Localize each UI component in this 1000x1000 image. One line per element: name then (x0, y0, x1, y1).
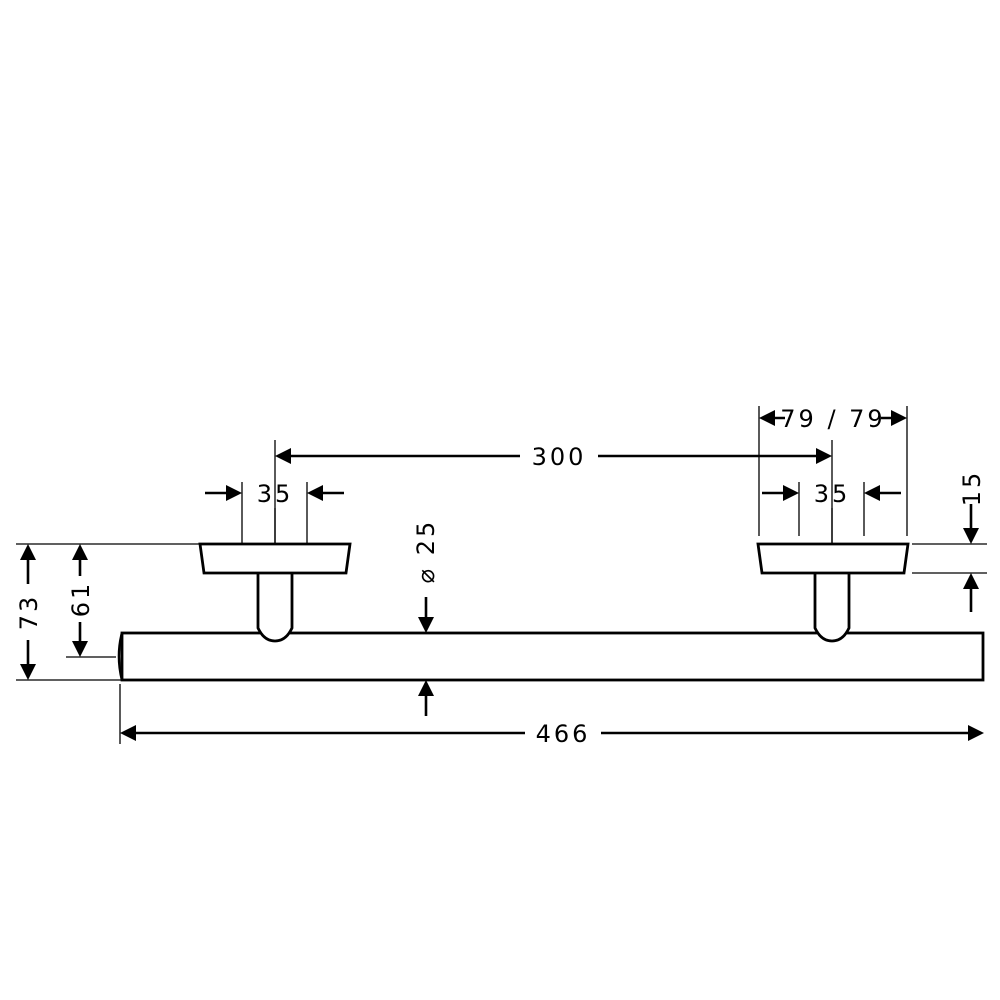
right-mount-post (813, 573, 851, 643)
dimension-center-distance: 300 (274, 440, 833, 544)
arrow-up-icon (963, 573, 979, 589)
dimension-axis-projection: 61 (66, 544, 116, 658)
arrow-up-icon (20, 544, 36, 560)
dimension-label-35-right: 35 (814, 480, 851, 508)
arrow-left-icon (275, 448, 291, 464)
arrow-down-icon (72, 641, 88, 657)
dimension-overall-length: 466 (119, 684, 984, 749)
dimension-label-diameter-25: ⌀ 25 (412, 519, 440, 584)
arrow-right-icon (968, 725, 984, 741)
grab-bar-left-end (117, 632, 124, 681)
left-mount-post (256, 573, 294, 643)
dimension-label-300: 300 (532, 443, 587, 471)
arrow-down-icon (963, 528, 979, 544)
arrow-up-icon (418, 680, 434, 696)
dimension-label-79-79: 79 / 79 (780, 405, 885, 433)
dimension-total-projection: 73 (15, 543, 200, 681)
dimension-left-flange: 35 (205, 480, 344, 544)
arrow-left-icon (759, 410, 775, 426)
grab-bar-part (117, 542, 985, 682)
dimension-flange-thickness: 15 (912, 470, 987, 612)
arrow-down-icon (418, 617, 434, 633)
dimension-rosette-diameter: 79 / 79 (758, 404, 908, 536)
grab-bar-tube (120, 631, 985, 682)
arrow-left-icon (864, 485, 880, 501)
dimension-label-466: 466 (536, 720, 591, 748)
right-rosette (756, 542, 910, 575)
arrow-left-icon (120, 725, 136, 741)
arrow-right-icon (783, 485, 799, 501)
dimension-label-35-left: 35 (257, 480, 294, 508)
arrow-right-icon (891, 410, 907, 426)
dimension-label-15: 15 (958, 470, 986, 507)
arrow-down-icon (20, 664, 36, 680)
dimension-label-61: 61 (67, 581, 95, 618)
dimension-label-73: 73 (15, 594, 43, 631)
dimension-right-flange: 35 (762, 480, 901, 544)
left-rosette (198, 542, 352, 575)
arrow-up-icon (72, 544, 88, 560)
arrow-right-icon (226, 485, 242, 501)
arrow-right-icon (816, 448, 832, 464)
arrow-left-icon (307, 485, 323, 501)
dimension-bar-diameter: ⌀ 25 (412, 519, 440, 716)
